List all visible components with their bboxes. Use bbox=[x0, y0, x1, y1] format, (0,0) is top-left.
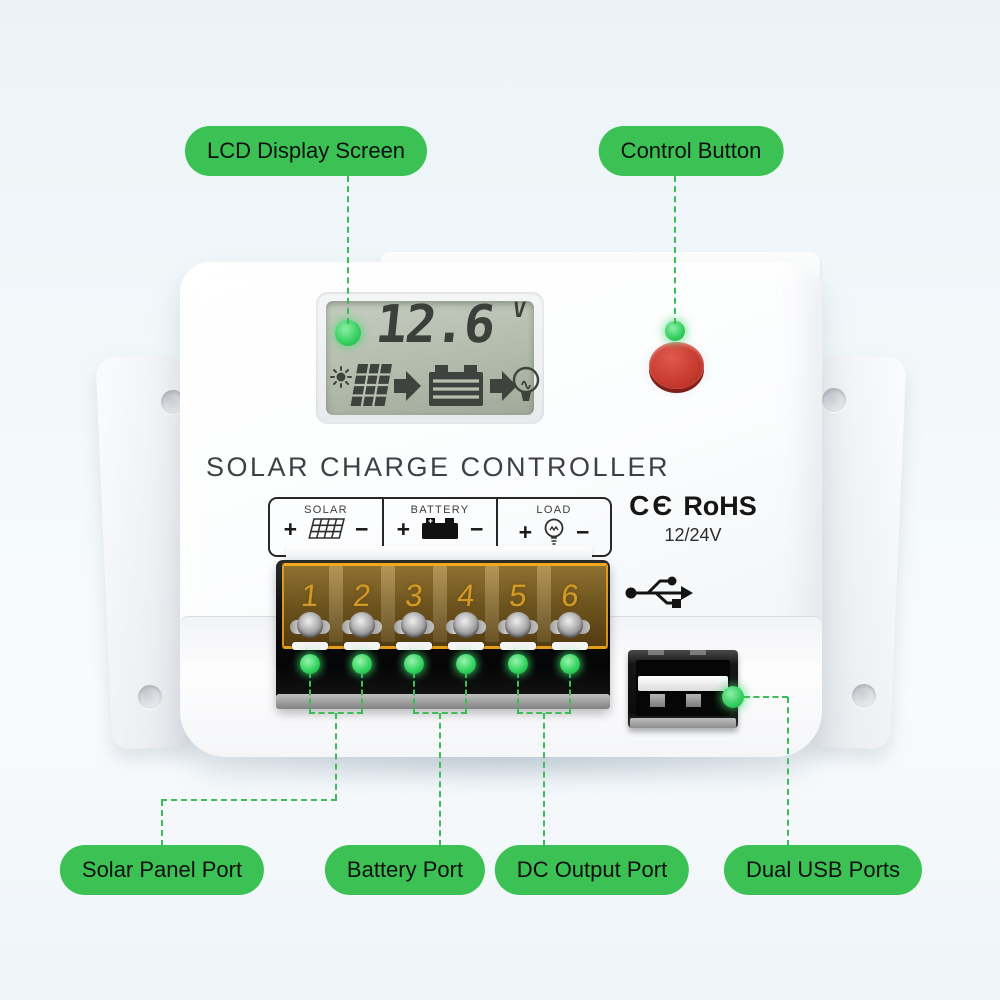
mounting-hole bbox=[822, 388, 846, 412]
bulb-icon bbox=[544, 518, 564, 545]
usb-marker-dot bbox=[722, 686, 744, 708]
terminal-screw-head bbox=[401, 612, 427, 638]
terminal-led-indicator bbox=[508, 654, 528, 674]
product-title: SOLAR CHARGE CONTROLLER bbox=[205, 452, 671, 482]
plus-sign: + bbox=[283, 516, 297, 542]
terminal-number: 3 bbox=[403, 578, 425, 613]
solar-panel-icon bbox=[350, 364, 392, 406]
lcd-marker-dot bbox=[335, 320, 361, 346]
terminal-screw-head bbox=[505, 612, 531, 638]
arrow-right-icon bbox=[490, 371, 517, 401]
battery-icon bbox=[429, 365, 483, 406]
terminal-led-indicator bbox=[300, 654, 320, 674]
terminal-number: 1 bbox=[299, 578, 321, 613]
ce-mark: CЄ bbox=[629, 490, 676, 521]
usb-notch bbox=[648, 650, 664, 655]
usb-contact-tab bbox=[650, 694, 665, 707]
terminal-number: 4 bbox=[455, 578, 477, 613]
usb-contact-tab bbox=[686, 694, 701, 707]
terminal-screw-head bbox=[349, 612, 375, 638]
usb-notch bbox=[690, 650, 706, 655]
terminal-led-indicator bbox=[560, 654, 580, 674]
battery-icon bbox=[422, 518, 458, 539]
minus-sign: − bbox=[576, 519, 590, 545]
callout-control-button: Control Button bbox=[598, 126, 784, 176]
sun-icon bbox=[330, 366, 352, 388]
callout-battery-port: Battery Port bbox=[324, 845, 486, 895]
terminal-led-indicator bbox=[404, 654, 424, 674]
light-bulb-icon bbox=[512, 366, 540, 401]
button-marker-dot bbox=[665, 321, 685, 341]
mounting-hole bbox=[138, 685, 162, 709]
terminal-glint bbox=[552, 642, 588, 650]
terminal-5: 5 bbox=[492, 560, 544, 708]
certification-block: CЄ RoHS 12/24V bbox=[618, 490, 768, 546]
mounting-hole bbox=[852, 684, 876, 708]
plus-sign: + bbox=[396, 516, 410, 542]
terminal-1: 1 bbox=[284, 560, 336, 708]
terminal-4: 4 bbox=[440, 560, 492, 708]
lcd-voltage-unit: V bbox=[511, 298, 527, 322]
plus-sign: + bbox=[518, 519, 532, 545]
port-name: SOLAR bbox=[304, 504, 348, 516]
terminal-3: 3 bbox=[388, 560, 440, 708]
terminal-glint bbox=[344, 642, 380, 650]
terminal-led-indicator bbox=[352, 654, 372, 674]
port-cell-solar: SOLAR + − bbox=[270, 499, 382, 555]
usb-tongue bbox=[638, 676, 728, 691]
terminal-glint bbox=[292, 642, 328, 650]
callout-solar-panel-port: Solar Panel Port bbox=[59, 845, 265, 895]
control-button bbox=[649, 342, 704, 389]
terminal-6: 6 bbox=[544, 560, 596, 708]
lcd-voltage-value: 12.6 bbox=[372, 295, 497, 355]
terminal-base-strip bbox=[276, 694, 610, 709]
lcd-status-icons bbox=[330, 364, 540, 406]
terminal-glint bbox=[396, 642, 432, 650]
port-name: LOAD bbox=[536, 504, 572, 516]
terminal-glint bbox=[448, 642, 484, 650]
terminal-screw-head bbox=[557, 612, 583, 638]
terminal-2: 2 bbox=[336, 560, 388, 708]
minus-sign: − bbox=[355, 516, 369, 542]
callout-dual-usb-ports: Dual USB Ports bbox=[723, 845, 923, 895]
rohs-mark: RoHS bbox=[683, 491, 757, 521]
terminal-screw-head bbox=[453, 612, 479, 638]
terminal-number: 5 bbox=[507, 578, 529, 613]
minus-sign: − bbox=[470, 516, 484, 542]
port-name: BATTERY bbox=[410, 504, 470, 516]
terminal-amber-cover bbox=[282, 563, 608, 649]
dual-usb-port bbox=[628, 650, 738, 728]
terminal-number: 2 bbox=[351, 578, 373, 613]
callout-dc-output-port: DC Output Port bbox=[494, 845, 690, 895]
terminal-led-indicator bbox=[456, 654, 476, 674]
terminal-screw-head bbox=[297, 612, 323, 638]
solar-panel-icon bbox=[308, 518, 345, 539]
port-cell-battery: BATTERY + − bbox=[382, 499, 496, 555]
terminal-number: 6 bbox=[559, 578, 581, 613]
usb-trident-icon bbox=[625, 576, 693, 608]
callout-lcd-display-screen: LCD Display Screen bbox=[184, 126, 428, 176]
port-cell-load: LOAD + − bbox=[496, 499, 610, 555]
arrow-right-icon bbox=[394, 371, 421, 401]
usb-bottom-edge bbox=[630, 718, 736, 728]
voltage-rating: 12/24V bbox=[664, 525, 722, 545]
terminal-glint bbox=[500, 642, 536, 650]
